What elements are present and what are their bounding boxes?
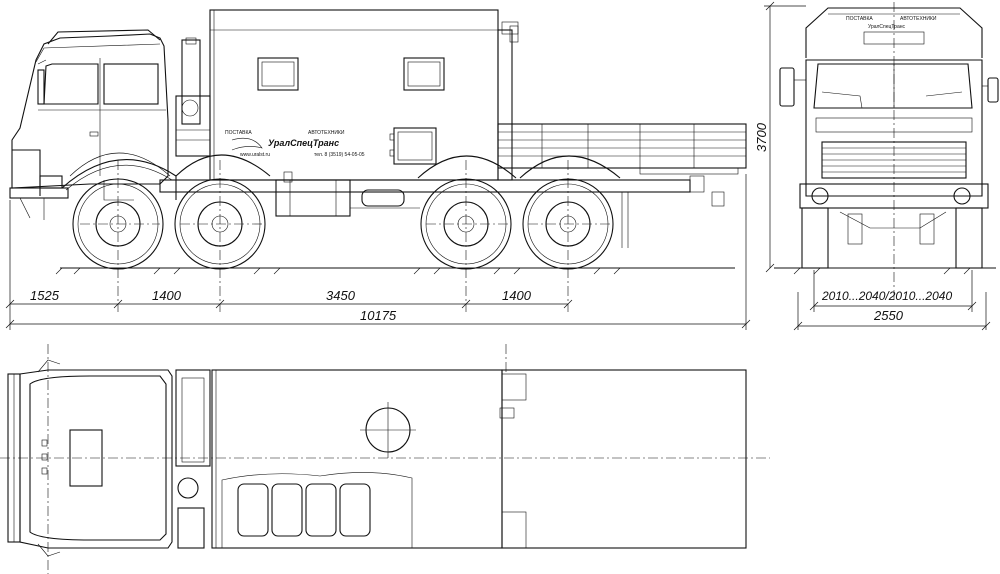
cargo-platform [497, 123, 747, 175]
dim-wheelbase-mid: 3450 [326, 288, 356, 303]
dim-wheelbase-rear: 1400 [502, 288, 532, 303]
chassis-frame [159, 171, 725, 248]
dim-front-overhang: 1525 [30, 288, 60, 303]
logo-phone: тел. 8 (3519) 54-05-05 [314, 152, 365, 158]
ground-hatch [55, 267, 621, 275]
logo-brand: УралСпецТранс [268, 138, 339, 148]
front-view: ПОСТАВКА АВТОТЕХНИКИ УралСпецТранс [754, 1, 999, 331]
dim-track: 2010...2040/2010...2040 [821, 289, 952, 303]
dim-total-length: 10175 [360, 308, 397, 323]
kung-body: ПОСТАВКА АВТОТЕХНИКИ УралСпецТранс www.u… [209, 9, 519, 181]
logo-supply-label: ПОСТАВКА [225, 130, 252, 136]
top-view [0, 344, 770, 574]
logo-website: www.uralst.ru [240, 152, 270, 158]
side-view: ПОСТАВКА АВТОТЕХНИКИ УралСпецТранс www.u… [5, 9, 751, 330]
front-logo-auto: АВТОТЕХНИКИ [900, 16, 937, 22]
cab [9, 29, 177, 220]
logo-swoosh-icon [231, 137, 263, 151]
front-logo-supply: ПОСТАВКА [846, 16, 873, 22]
dim-width: 2550 [873, 308, 904, 323]
air-filter [175, 37, 211, 157]
dim-height: 3700 [754, 122, 769, 152]
logo-auto-label: АВТОТЕХНИКИ [308, 130, 345, 136]
dim-wheelbase-front: 1400 [152, 288, 182, 303]
front-logo-brand: УралСпецТранс [868, 24, 905, 30]
